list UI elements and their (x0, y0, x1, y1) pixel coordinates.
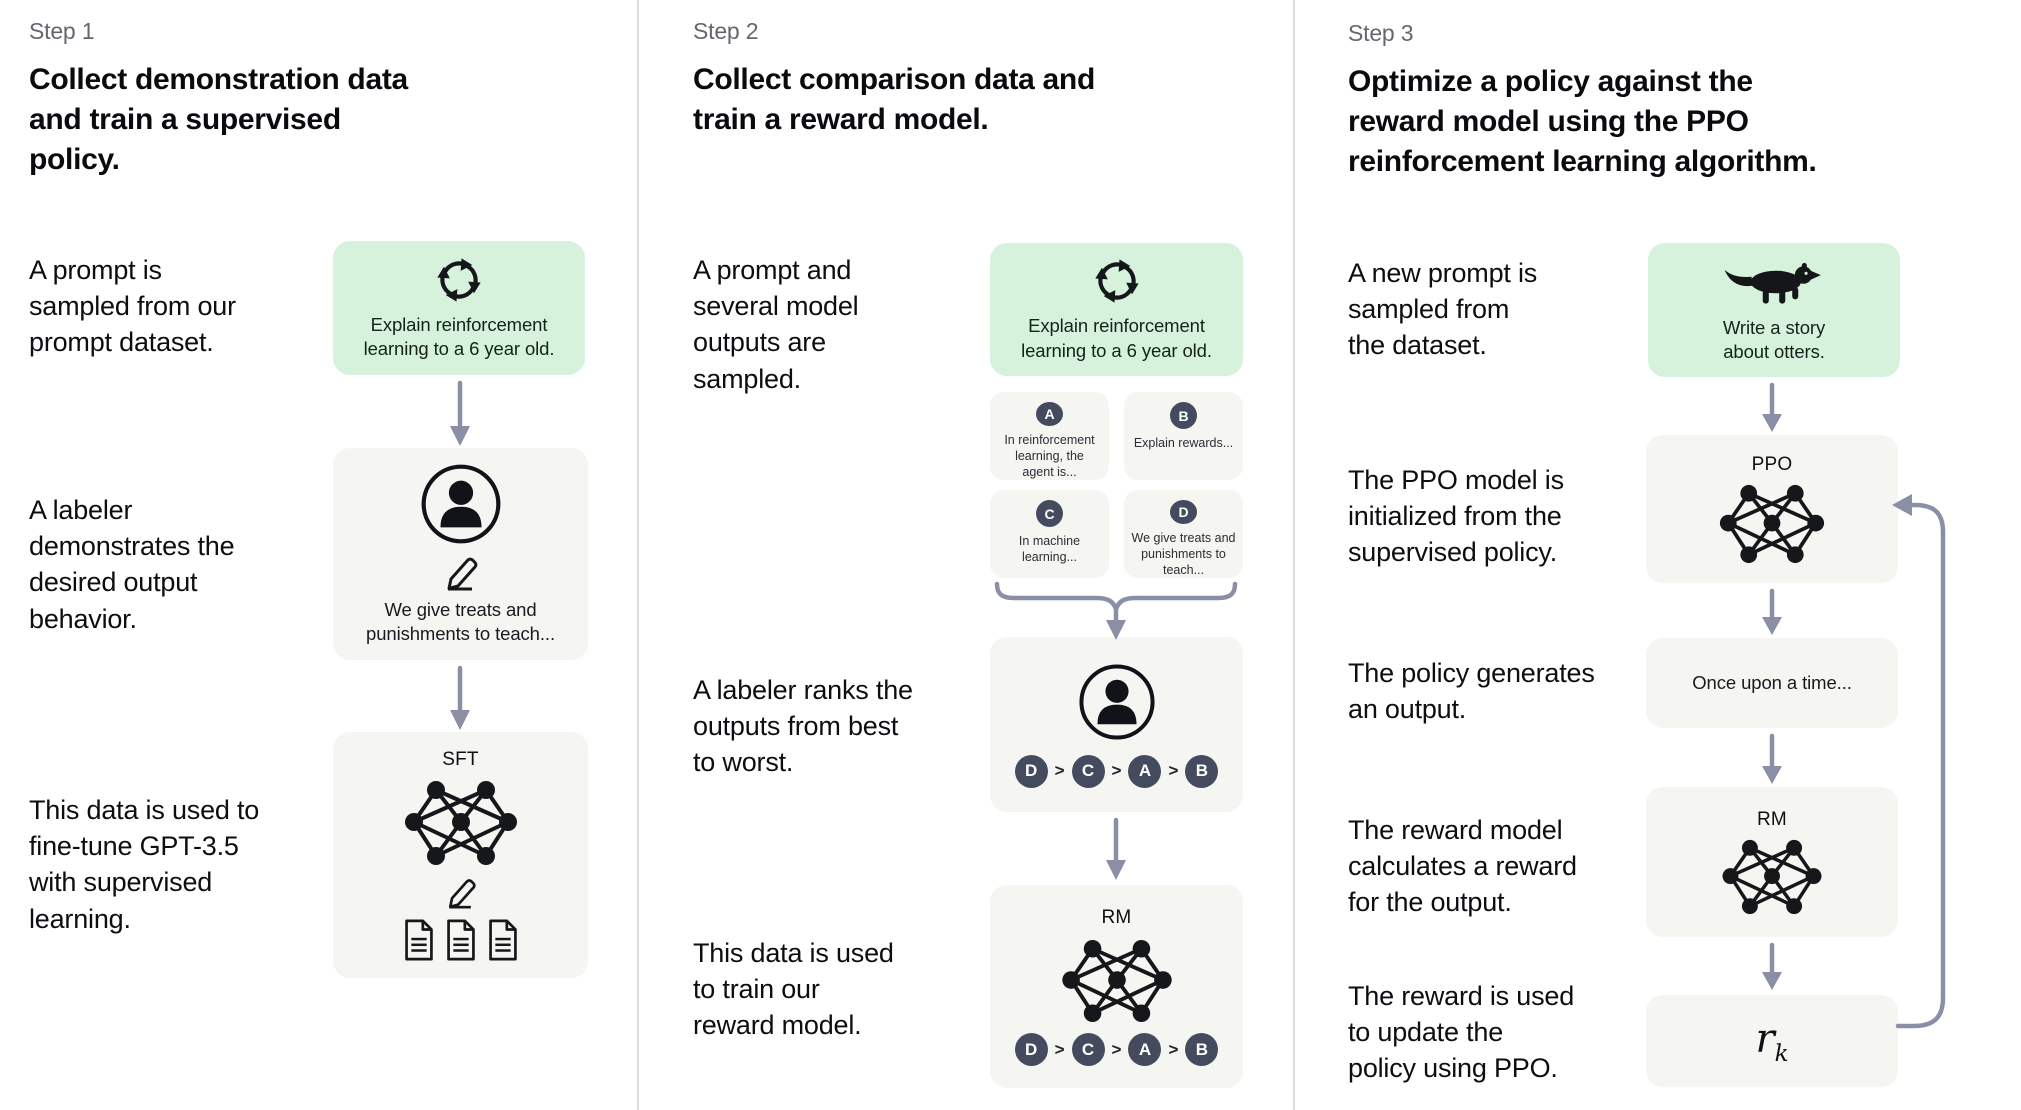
cycle-icon (434, 255, 484, 305)
arrowhead (1762, 766, 1782, 784)
caption: A prompt and several model outputs are s… (693, 255, 859, 394)
caption: The reward is used to update the policy … (1348, 981, 1575, 1084)
document-icon (404, 919, 433, 960)
rank-separator: > (1054, 761, 1065, 780)
rank-badge: D (1014, 754, 1048, 788)
step1-label: Step 1 (29, 18, 95, 44)
step3-ppo-box: PPO (1646, 435, 1898, 583)
step1-prompt-box: Explain reinforcement learning to a 6 ye… (333, 241, 585, 375)
arrowhead (450, 710, 470, 730)
person-icon (1078, 663, 1155, 740)
rank-badge: B (1185, 754, 1219, 788)
step2-rm-box: RM D > C > A > B (990, 885, 1243, 1088)
step3-output-box: Once upon a time... (1646, 638, 1898, 728)
ppo-label: PPO (1751, 454, 1793, 475)
sft-label: SFT (442, 748, 479, 770)
step3-title: Optimize a policy against the reward mod… (1348, 65, 1817, 179)
step3-reward-box: rk (1646, 995, 1898, 1087)
reward-value: rk (1755, 1016, 1788, 1067)
caption: A labeler demonstrates the desired outpu… (29, 495, 235, 634)
rm-label: RM (1757, 809, 1787, 830)
neural-network-icon (1061, 939, 1172, 1023)
prompt-text: Explain reinforcement learning to a 6 ye… (363, 313, 555, 359)
caption: A prompt is sampled from our prompt data… (29, 255, 236, 358)
rank-separator: > (1111, 1039, 1122, 1059)
column-divider (1293, 0, 1295, 1110)
ranking-row: D > C > A > B (1014, 1033, 1219, 1066)
brace (994, 581, 1238, 616)
prompt-text: Explain reinforcement learning to a 6 ye… (1021, 315, 1212, 361)
step3-rm-box: RM (1646, 787, 1898, 937)
arrowhead (1762, 617, 1782, 635)
neural-network-icon (1719, 484, 1825, 564)
output-badge: D (1170, 500, 1197, 524)
rank-badge: C (1071, 1033, 1105, 1066)
policy-output-text: Once upon a time... (1692, 671, 1852, 693)
documents-icon (401, 918, 521, 962)
caption: The policy generates an output. (1348, 658, 1595, 725)
pencil-icon (448, 878, 476, 909)
otter-icon (1724, 262, 1821, 304)
rank-separator: > (1168, 1039, 1179, 1059)
arrowhead (1106, 860, 1126, 880)
output-card-d: D We give treats and punishments to teac… (1124, 490, 1243, 578)
output-card-c: C In machine learning... (990, 490, 1109, 578)
step2-title: Collect comparison data and train a rewa… (693, 63, 1095, 137)
arrowhead (1762, 414, 1782, 432)
output-card-b: B Explain rewards... (1124, 392, 1243, 480)
rank-badge: A (1128, 754, 1162, 788)
arrowhead (1762, 972, 1782, 990)
step2-label: Step 2 (693, 18, 759, 44)
step3-label: Step 3 (1348, 20, 1414, 46)
step1-labeler-box: We give treats and punishments to teach.… (333, 448, 588, 660)
rank-separator: > (1168, 761, 1179, 780)
document-icon (488, 919, 517, 960)
output-card-text: We give treats and punishments to teach.… (1131, 531, 1236, 577)
reward-symbol: r (1755, 1015, 1775, 1062)
caption: A labeler ranks the outputs from best to… (693, 675, 913, 778)
step3-prompt-box: Write a story about otters. (1648, 243, 1900, 377)
column-divider (637, 0, 639, 1110)
output-card-text: In machine learning... (1018, 534, 1081, 564)
labeler-demo-text: We give treats and punishments to teach.… (366, 598, 555, 644)
feedback-loop (1895, 502, 1946, 1029)
rank-badge: A (1128, 1033, 1162, 1066)
caption: The reward model calculates a reward for… (1348, 815, 1577, 918)
step1-title: Collect demonstration data and train a s… (29, 63, 408, 177)
output-card-text: Explain rewards... (1133, 436, 1234, 450)
caption: This data is used to fine-tune GPT-3.5 w… (29, 795, 260, 934)
pencil-icon (447, 557, 477, 591)
step2-header: Step 2 Collect comparison data and train… (693, 18, 1153, 140)
rank-separator: > (1111, 761, 1122, 780)
caption: The PPO model is initialized from the su… (1348, 465, 1564, 568)
output-card-text: In reinforcement learning, the agent is.… (1004, 433, 1095, 479)
output-badge: C (1036, 500, 1063, 527)
prompt-text: Write a story about otters. (1722, 316, 1826, 362)
output-badge: B (1170, 402, 1197, 429)
neural-network-icon (404, 780, 517, 865)
rank-badge: B (1185, 1033, 1219, 1066)
ranking-row: D > C > A > B (1014, 754, 1219, 788)
person-icon (421, 464, 500, 544)
output-badge: A (1036, 402, 1063, 426)
rank-badge: D (1014, 1033, 1048, 1066)
document-icon (446, 919, 475, 960)
arrowhead (450, 426, 470, 446)
rm-label: RM (1101, 907, 1132, 928)
step1-header: Step 1 Collect demonstration data and tr… (29, 18, 429, 181)
reward-subscript: k (1774, 1040, 1789, 1067)
step2-ranking-box: D > C > A > B (990, 637, 1243, 812)
caption: This data is used to train our reward mo… (693, 938, 894, 1041)
step1-sft-box: SFT (333, 732, 588, 978)
rank-separator: > (1054, 1039, 1065, 1059)
neural-network-icon (1722, 839, 1822, 915)
caption: A new prompt is sampled from the dataset… (1348, 258, 1538, 361)
step3-header: Step 3 Optimize a policy against the rew… (1348, 20, 1868, 183)
step2-prompt-box: Explain reinforcement learning to a 6 ye… (990, 243, 1243, 376)
rank-badge: C (1071, 754, 1105, 788)
output-card-a: A In reinforcement learning, the agent i… (990, 392, 1109, 480)
cycle-icon (1092, 256, 1142, 306)
